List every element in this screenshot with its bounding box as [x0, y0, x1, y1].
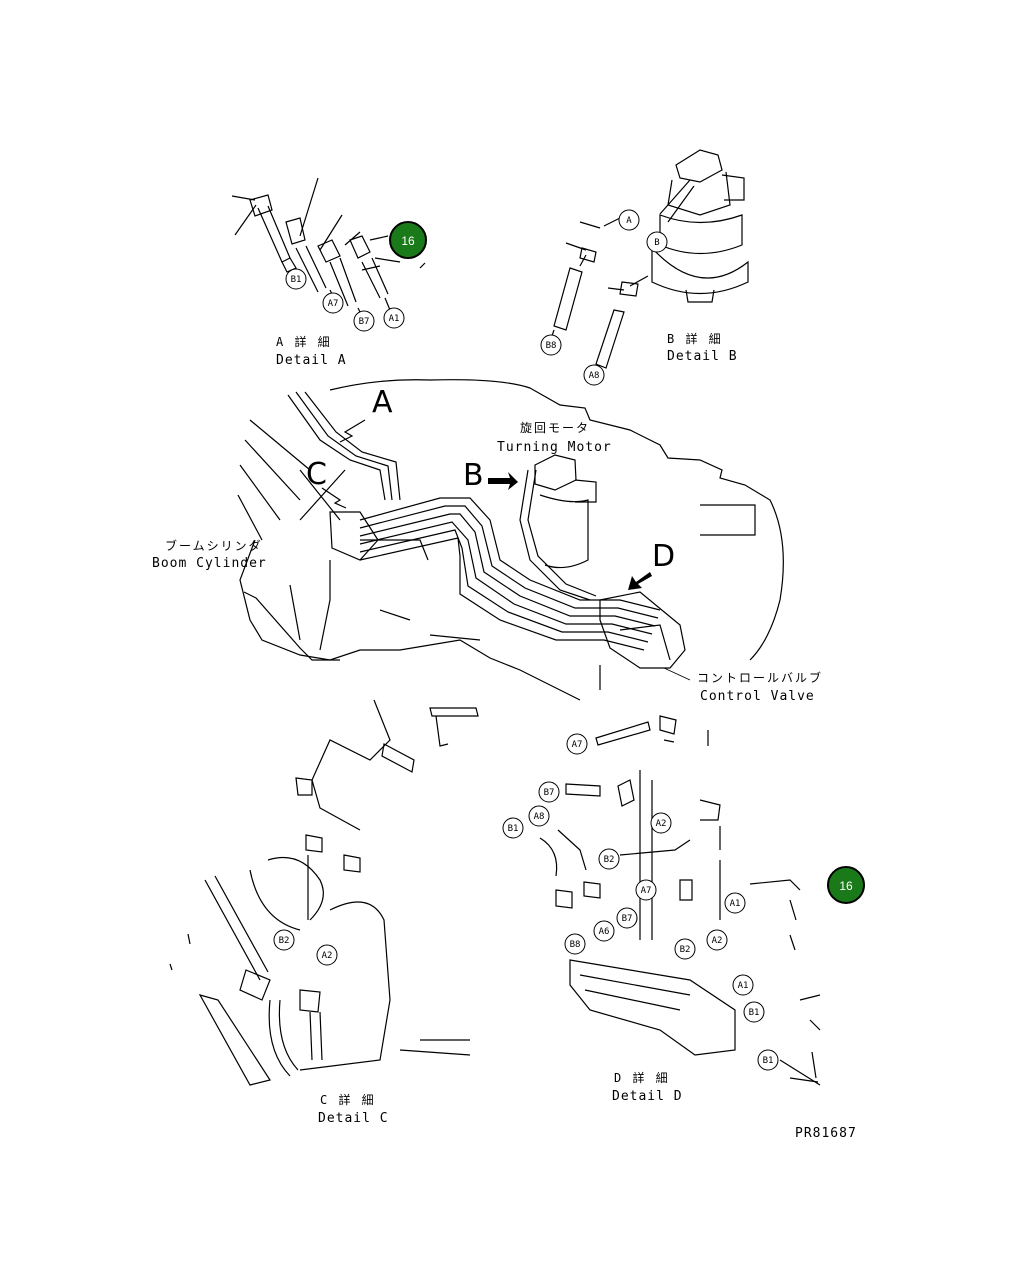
- callout-d-a6: A6: [593, 920, 615, 942]
- svg-text:B7: B7: [622, 914, 633, 924]
- svg-text:A6: A6: [599, 927, 610, 937]
- boom-cylinder-label: Boom Cylinder: [152, 556, 267, 571]
- callout-d-b8: B8: [564, 933, 586, 955]
- callout-d-a7: A7: [566, 733, 588, 755]
- drawing-number: PR81687: [795, 1126, 857, 1141]
- callout-d-b1-bottom: B1: [757, 1049, 779, 1071]
- view-arrow-a: A: [339, 385, 393, 443]
- svg-text:B8: B8: [570, 940, 581, 950]
- svg-text:A2: A2: [322, 951, 333, 961]
- callout-a-b1: B1: [285, 268, 307, 290]
- detail-a: B1 A7 B7 A1 16 A 詳 細 Detail A: [231, 177, 427, 368]
- svg-text:B1: B1: [291, 275, 302, 285]
- svg-text:B7: B7: [544, 788, 555, 798]
- svg-text:A7: A7: [572, 740, 583, 750]
- view-label-c: C: [306, 457, 327, 492]
- svg-text:A7: A7: [641, 886, 652, 896]
- svg-text:A1: A1: [730, 899, 741, 909]
- svg-text:B2: B2: [680, 945, 691, 955]
- detail-c-title-jp: C 詳 細: [320, 1092, 376, 1107]
- callout-a-a1: A1: [383, 307, 405, 329]
- callout-d-a8: A8: [528, 805, 550, 827]
- callout-d-b1: B1: [502, 817, 524, 839]
- detail-c: B2 A2 C 詳 細 Detail C: [169, 699, 479, 1126]
- detail-d-title-jp: D 詳 細: [614, 1070, 670, 1085]
- svg-text:B7: B7: [359, 317, 370, 327]
- view-label-d: D: [652, 539, 675, 574]
- detail-b: A B B8 A8 B 詳 細 Detail B: [540, 149, 749, 386]
- svg-text:A1: A1: [738, 981, 749, 991]
- svg-text:B1: B1: [508, 824, 519, 834]
- view-arrow-c: C: [306, 457, 347, 509]
- view-label-a: A: [372, 385, 393, 420]
- callout-a-b7: B7: [353, 310, 375, 332]
- detail-c-title: Detail C: [318, 1111, 389, 1126]
- svg-text:A2: A2: [712, 936, 723, 946]
- callout-a-a7: A7: [322, 292, 344, 314]
- svg-text:B2: B2: [279, 936, 290, 946]
- control-valve-label: Control Valve: [700, 689, 815, 704]
- svg-text:B1: B1: [763, 1056, 774, 1066]
- callout-d-a1: A1: [724, 892, 746, 914]
- view-label-b: B: [463, 458, 484, 493]
- callout-d-b2-lower: B2: [674, 938, 696, 960]
- callout-b-a8: A8: [583, 364, 605, 386]
- svg-text:16: 16: [839, 879, 853, 893]
- svg-text:A1: A1: [389, 314, 400, 324]
- svg-text:B: B: [654, 238, 659, 248]
- detail-d: A7 B7 A8 B1 A2 B2 A7 B7: [502, 715, 865, 1104]
- callout-c-a2: A2: [316, 944, 338, 966]
- callout-d-a1-lower: A1: [732, 974, 754, 996]
- detail-a-title-jp: A 詳 細: [276, 334, 332, 349]
- callout-d-b2: B2: [598, 848, 620, 870]
- svg-text:B8: B8: [546, 341, 557, 351]
- view-arrow-b: B: [463, 458, 518, 493]
- svg-text:16: 16: [401, 234, 415, 248]
- svg-text:A: A: [626, 216, 632, 226]
- callout-d-a2: A2: [650, 812, 672, 834]
- callout-d-a7-lower: A7: [635, 879, 657, 901]
- main-assembly: A C B D 旋回モータ Turning Motor ブームシリンダ Boom…: [152, 379, 823, 704]
- callout-b-b8: B8: [540, 334, 562, 356]
- boom-cylinder-label-jp: ブームシリンダ: [165, 538, 263, 553]
- svg-text:B2: B2: [604, 855, 615, 865]
- view-arrow-d: D: [628, 539, 675, 590]
- svg-text:A2: A2: [656, 819, 667, 829]
- callout-d-b7-lower: B7: [616, 907, 638, 929]
- callout-d-b7: B7: [538, 781, 560, 803]
- detail-a-title: Detail A: [276, 353, 347, 368]
- callout-b-a: A: [618, 209, 640, 231]
- turning-motor-label-jp: 旋回モータ: [520, 421, 590, 435]
- detail-b-title-jp: B 詳 細: [667, 331, 723, 346]
- detail-d-title: Detail D: [612, 1089, 683, 1104]
- svg-text:A7: A7: [328, 299, 339, 309]
- turning-motor-label: Turning Motor: [497, 440, 612, 455]
- callout-d-b1-right: B1: [743, 1001, 765, 1023]
- callout-c-b2: B2: [273, 929, 295, 951]
- detail-b-title: Detail B: [667, 349, 738, 364]
- part-badge-16-top: 16: [389, 221, 427, 259]
- svg-text:A8: A8: [589, 371, 600, 381]
- svg-text:A8: A8: [534, 812, 545, 822]
- control-valve-label-jp: コントロールバルブ: [697, 670, 823, 685]
- svg-text:B1: B1: [749, 1008, 760, 1018]
- callout-d-a2-lower: A2: [706, 929, 728, 951]
- callout-b-b: B: [646, 231, 668, 253]
- part-badge-16-bottom: 16: [827, 866, 865, 904]
